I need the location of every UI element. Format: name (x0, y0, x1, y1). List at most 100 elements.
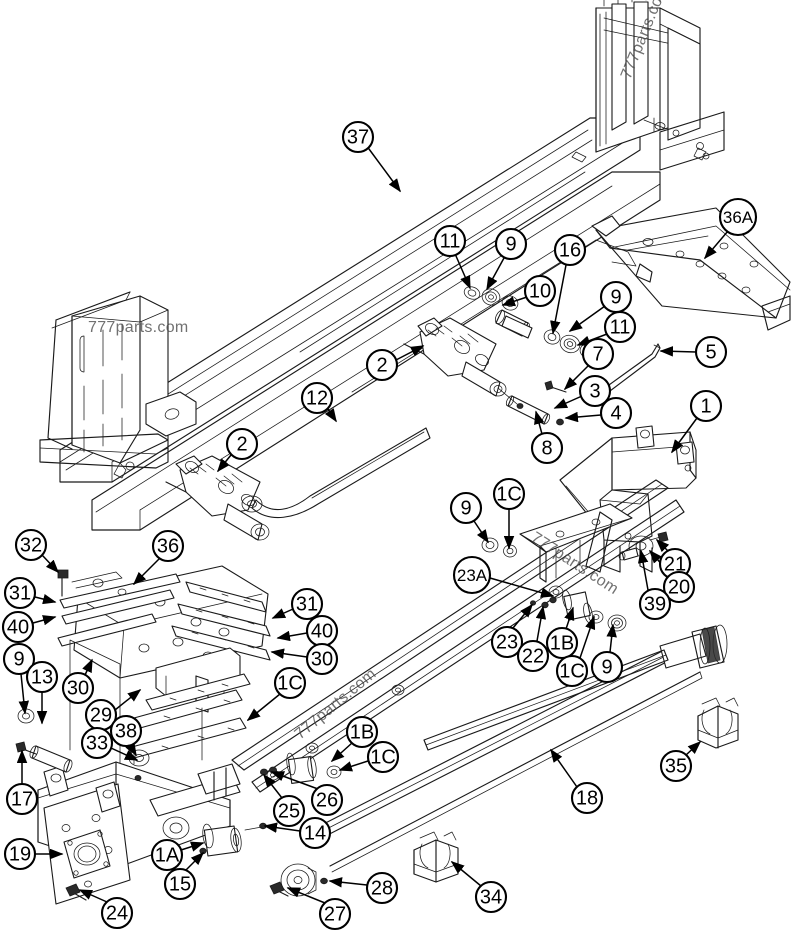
callout-bubble[interactable] (590, 650, 624, 684)
callout-bubble[interactable] (305, 614, 339, 648)
callout-bubble[interactable] (689, 389, 723, 423)
callout-bubble[interactable] (449, 491, 483, 525)
callout-bubble[interactable] (599, 280, 633, 314)
callout-38[interactable]: 38 (109, 714, 143, 748)
callout-bubble[interactable] (3, 576, 37, 610)
callout-11[interactable]: 11 (603, 310, 637, 344)
callout-1c[interactable]: 1C (366, 740, 400, 774)
callout-bubble[interactable] (365, 348, 399, 382)
callout-bubble[interactable] (341, 120, 375, 154)
callout-bubble[interactable] (345, 715, 379, 749)
callout-bubble[interactable] (452, 555, 492, 595)
callout-bubble[interactable] (581, 337, 615, 371)
callout-36a[interactable]: 36A (718, 197, 758, 237)
callout-bubble[interactable] (109, 714, 143, 748)
callout-bubble[interactable] (290, 587, 324, 621)
callout-27[interactable]: 27 (318, 897, 352, 931)
callout-bubble[interactable] (5, 782, 39, 816)
callout-bubble[interactable] (662, 570, 696, 604)
callout-bubble[interactable] (555, 654, 589, 688)
callout-1b[interactable]: 1B (345, 715, 379, 749)
callout-bubble[interactable] (659, 749, 693, 783)
callout-bubble[interactable] (273, 666, 307, 700)
callout-bubble[interactable] (365, 871, 399, 905)
callout-bubble[interactable] (599, 396, 633, 430)
callout-36[interactable]: 36 (151, 529, 185, 563)
callout-11[interactable]: 11 (433, 224, 467, 258)
callout-bubble[interactable] (300, 381, 334, 415)
callout-23a[interactable]: 23A (452, 555, 492, 595)
callout-bubble[interactable] (516, 639, 550, 673)
callout-1a[interactable]: 1A (150, 838, 184, 872)
callout-40[interactable]: 40 (305, 614, 339, 648)
callout-1c[interactable]: 1C (273, 666, 307, 700)
callout-bubble[interactable] (25, 660, 59, 694)
callout-bubble[interactable] (492, 477, 526, 511)
callout-37[interactable]: 37 (341, 120, 375, 154)
callout-bubble[interactable] (638, 587, 672, 621)
callout-16[interactable]: 16 (553, 233, 587, 267)
callout-bubble[interactable] (100, 896, 134, 930)
callout-bubble[interactable] (318, 897, 352, 931)
callout-bubble[interactable] (3, 837, 37, 871)
callout-5[interactable]: 5 (694, 335, 728, 369)
callout-bubble[interactable] (523, 274, 557, 308)
callout-35[interactable]: 35 (659, 749, 693, 783)
callout-bubble[interactable] (310, 783, 344, 817)
callout-30[interactable]: 30 (305, 642, 339, 676)
callout-bubble[interactable] (225, 427, 259, 461)
callout-22[interactable]: 22 (516, 639, 550, 673)
callout-4[interactable]: 4 (599, 396, 633, 430)
callout-30[interactable]: 30 (61, 671, 95, 705)
callout-14[interactable]: 14 (298, 816, 332, 850)
callout-bubble[interactable] (272, 794, 306, 828)
callout-bubble[interactable] (150, 838, 184, 872)
callout-bubble[interactable] (366, 740, 400, 774)
callout-bubble[interactable] (570, 781, 604, 815)
callout-bubble[interactable] (603, 310, 637, 344)
callout-34[interactable]: 34 (474, 880, 508, 914)
callout-24[interactable]: 24 (100, 896, 134, 930)
callout-18[interactable]: 18 (570, 781, 604, 815)
callout-19[interactable]: 19 (3, 837, 37, 871)
callout-15[interactable]: 15 (163, 867, 197, 901)
callout-9[interactable]: 9 (590, 650, 624, 684)
callout-9[interactable]: 9 (494, 227, 528, 261)
callout-bubble[interactable] (298, 816, 332, 850)
callout-2[interactable]: 2 (365, 348, 399, 382)
callout-9[interactable]: 9 (599, 280, 633, 314)
callout-26[interactable]: 26 (310, 783, 344, 817)
callout-bubble[interactable] (14, 528, 48, 562)
callout-bubble[interactable] (163, 867, 197, 901)
callout-bubble[interactable] (490, 625, 524, 659)
callout-32[interactable]: 32 (14, 528, 48, 562)
callout-bubble[interactable] (305, 642, 339, 676)
callout-1c[interactable]: 1C (492, 477, 526, 511)
callout-bubble[interactable] (1, 610, 35, 644)
callout-31[interactable]: 31 (290, 587, 324, 621)
callout-bubble[interactable] (553, 233, 587, 267)
callout-39[interactable]: 39 (638, 587, 672, 621)
callout-bubble[interactable] (474, 880, 508, 914)
callout-13[interactable]: 13 (25, 660, 59, 694)
callout-bubble[interactable] (545, 626, 579, 660)
callout-8[interactable]: 8 (530, 431, 564, 465)
callout-bubble[interactable] (530, 431, 564, 465)
callout-1b[interactable]: 1B (545, 626, 579, 660)
callout-bubble[interactable] (2, 642, 36, 676)
callout-12[interactable]: 12 (300, 381, 334, 415)
callout-33[interactable]: 33 (80, 726, 114, 760)
callout-bubble[interactable] (694, 335, 728, 369)
callout-1[interactable]: 1 (689, 389, 723, 423)
callout-1c[interactable]: 1C (555, 654, 589, 688)
callout-bubble[interactable] (61, 671, 95, 705)
callout-9[interactable]: 9 (449, 491, 483, 525)
callout-17[interactable]: 17 (5, 782, 39, 816)
callout-31[interactable]: 31 (3, 576, 37, 610)
callout-bubble[interactable] (80, 726, 114, 760)
callout-10[interactable]: 10 (523, 274, 557, 308)
callout-7[interactable]: 7 (581, 337, 615, 371)
callout-bubble[interactable] (433, 224, 467, 258)
callout-25[interactable]: 25 (272, 794, 306, 828)
callout-40[interactable]: 40 (1, 610, 35, 644)
